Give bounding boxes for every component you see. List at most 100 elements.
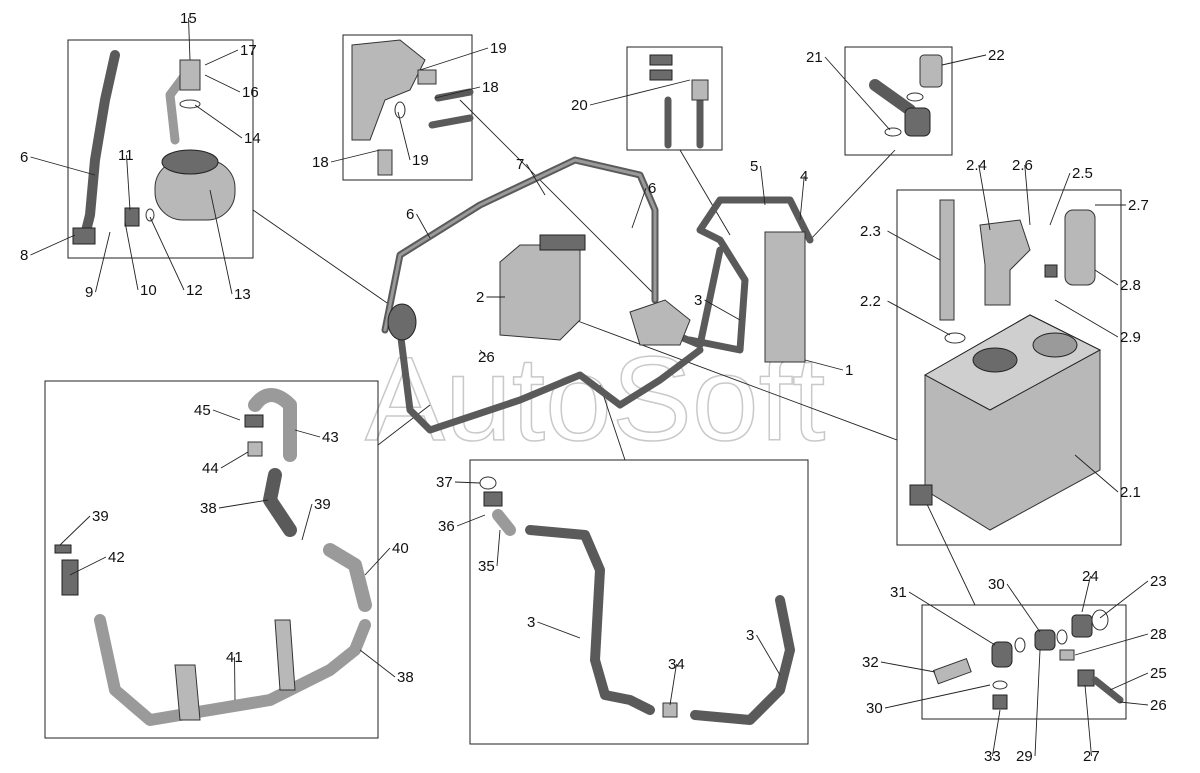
detail-boxes: [44, 34, 1127, 745]
callout-label: 2.7: [1128, 197, 1149, 214]
oil-cooler: [764, 231, 806, 363]
callout-label: 26: [1150, 697, 1167, 714]
callout-label: 42: [108, 549, 125, 566]
leader-line: [149, 216, 185, 291]
leader-line: [456, 514, 486, 527]
leader-line: [887, 230, 941, 261]
detail-box-valve: [342, 34, 473, 181]
leader-line: [1119, 701, 1149, 706]
leader-line: [30, 156, 96, 176]
main-assembly: [381, 156, 814, 434]
leader-line: [397, 111, 411, 161]
leader-lines: [30, 17, 1149, 757]
leader-line: [824, 56, 891, 131]
callout-label: 28: [1150, 626, 1167, 643]
callout-label: 32: [862, 654, 879, 671]
connector-lines: [252, 99, 976, 606]
leader-line: [419, 47, 489, 71]
callout-label: 2.9: [1120, 329, 1141, 346]
leader-line: [454, 481, 481, 484]
leader-line: [294, 429, 321, 438]
callout-label: 9: [85, 284, 93, 301]
watermark: AutoSoft: [365, 332, 825, 466]
leader-line: [887, 300, 951, 336]
detail-box-suction-pipe: [44, 380, 379, 739]
callout-label: 2: [476, 289, 484, 306]
detail-box-filler: [67, 39, 254, 259]
callout-label: 45: [194, 402, 211, 419]
leader-line: [212, 409, 241, 421]
callout-label: 17: [240, 42, 257, 59]
callout-label: 3: [527, 614, 535, 631]
leader-line: [204, 49, 239, 66]
leader-line: [908, 591, 996, 646]
callout-label: 30: [988, 576, 1005, 593]
leader-line: [220, 451, 249, 469]
leader-line: [218, 499, 269, 509]
leader-line: [941, 54, 987, 66]
oil-tank-small: [499, 244, 581, 341]
leader-line: [496, 529, 501, 567]
leader-line: [992, 709, 1001, 757]
detail-box-drain-fittings: [921, 604, 1127, 720]
callout-label: 2.1: [1120, 484, 1141, 501]
callout-label: 38: [397, 669, 414, 686]
leader-line: [1081, 575, 1091, 613]
callout-label: 14: [244, 130, 261, 147]
leader-line: [359, 649, 396, 678]
valve-block: [629, 299, 691, 346]
leader-line: [30, 234, 76, 256]
callout-label: 21: [806, 49, 823, 66]
callout-label: 11: [118, 147, 134, 164]
callout-label: 7: [516, 156, 524, 173]
callout-label: 2.4: [966, 157, 987, 174]
leader-line: [188, 17, 191, 61]
callout-label: 6: [648, 180, 656, 197]
callout-label: 3: [694, 292, 702, 309]
detail-box-hose-ends: [844, 46, 953, 156]
leader-line: [59, 515, 91, 546]
callout-label: 18: [312, 154, 329, 171]
leader-line: [1084, 684, 1092, 757]
leader-line: [434, 86, 481, 99]
callout-label: 27: [1083, 748, 1100, 765]
leader-line: [234, 656, 236, 701]
leader-line: [209, 189, 233, 295]
callout-label: 33: [984, 748, 1001, 765]
callout-label: 2.5: [1072, 165, 1093, 182]
leader-line: [1109, 672, 1149, 691]
callout-label: 36: [438, 518, 455, 535]
leader-line: [1006, 583, 1041, 633]
leader-line: [204, 74, 241, 93]
callout-label: 19: [490, 40, 507, 57]
callout-label: 35: [478, 558, 495, 575]
detail-box-fittings: [626, 46, 723, 151]
leader-line: [1074, 454, 1119, 493]
callout-label: 20: [571, 97, 588, 114]
callout-label: 26: [478, 349, 495, 366]
detail-box-tank: [896, 189, 1122, 546]
callout-label: 25: [1150, 665, 1167, 682]
callout-label: 2.8: [1120, 277, 1141, 294]
callout-label: 1: [845, 362, 853, 379]
leader-line: [799, 175, 805, 221]
leader-line: [194, 104, 243, 139]
callout-label: 37: [436, 474, 453, 491]
callout-label: 40: [392, 540, 409, 557]
callout-label: 13: [234, 286, 251, 303]
callout-label: 2.2: [860, 293, 881, 310]
leader-line: [95, 231, 111, 293]
leader-line: [69, 556, 107, 576]
callout-label: 2.6: [1012, 157, 1033, 174]
callout-label: 30: [866, 700, 883, 717]
callout-label: 10: [140, 282, 157, 299]
callout-label: 29: [1016, 748, 1033, 765]
leader-line: [1054, 299, 1119, 338]
leader-line: [760, 165, 766, 206]
leader-line: [479, 349, 487, 358]
callout-label: 18: [482, 79, 499, 96]
callout-label: 12: [186, 282, 203, 299]
callout-label: 22: [988, 47, 1005, 64]
callout-label: 8: [20, 247, 28, 264]
